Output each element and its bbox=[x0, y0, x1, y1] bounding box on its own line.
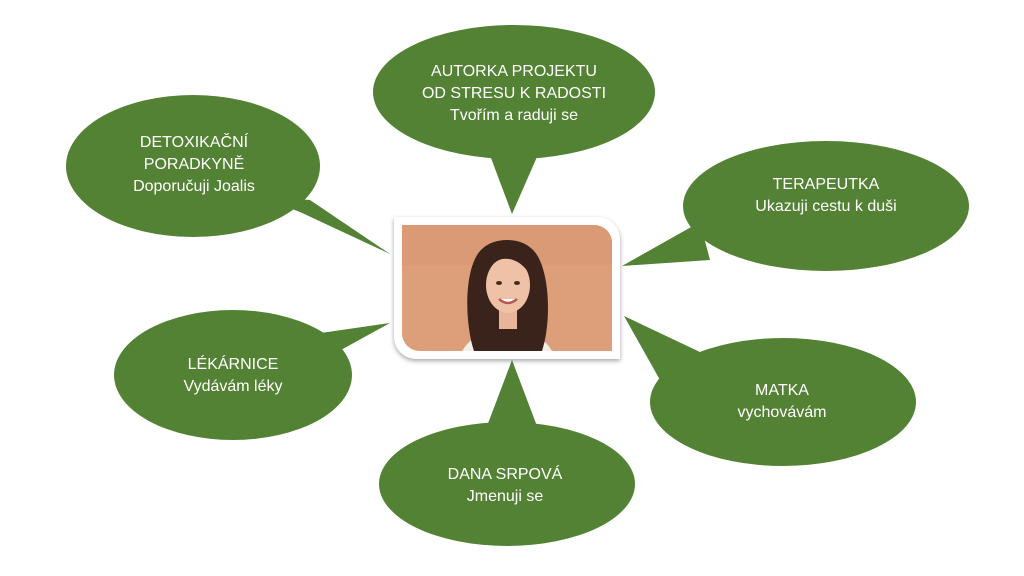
portrait-photo bbox=[402, 225, 612, 351]
bubble-shape-bottom-right bbox=[624, 316, 916, 466]
bubble-shape-top bbox=[373, 25, 655, 214]
bubble-shape-bottom bbox=[379, 360, 635, 546]
bubble-shape-left bbox=[114, 310, 390, 440]
portrait-illustration bbox=[402, 225, 612, 351]
bubble-shape-top-left bbox=[66, 95, 390, 254]
photo-frame bbox=[394, 217, 620, 359]
bubble-shape-right bbox=[622, 141, 969, 271]
